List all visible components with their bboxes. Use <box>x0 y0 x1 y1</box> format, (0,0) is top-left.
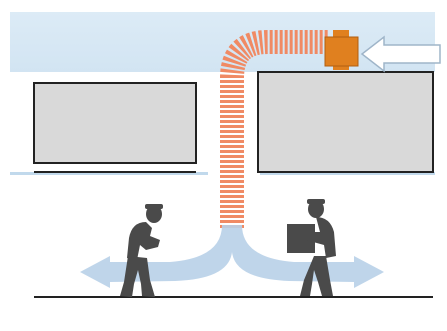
fan-icon <box>324 30 359 70</box>
flexible-duct <box>220 30 328 228</box>
arrow-left-icon <box>360 35 441 73</box>
person-with-box-icon <box>287 199 336 296</box>
person-icon <box>120 204 163 297</box>
ceiling-panel-left <box>10 72 208 172</box>
ceiling-panel-right <box>257 71 435 173</box>
